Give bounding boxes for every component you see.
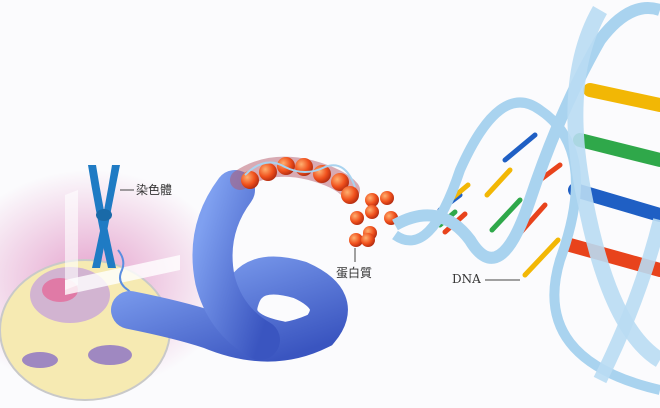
chromosome-label: 染色體 bbox=[136, 183, 173, 197]
cell bbox=[0, 170, 230, 401]
nucleosome-beads bbox=[241, 157, 398, 247]
protein-label: 蛋白質 bbox=[336, 266, 373, 280]
dna-helix bbox=[392, 2, 660, 395]
chromosome bbox=[88, 165, 120, 268]
dna-label: DNA bbox=[452, 272, 481, 286]
